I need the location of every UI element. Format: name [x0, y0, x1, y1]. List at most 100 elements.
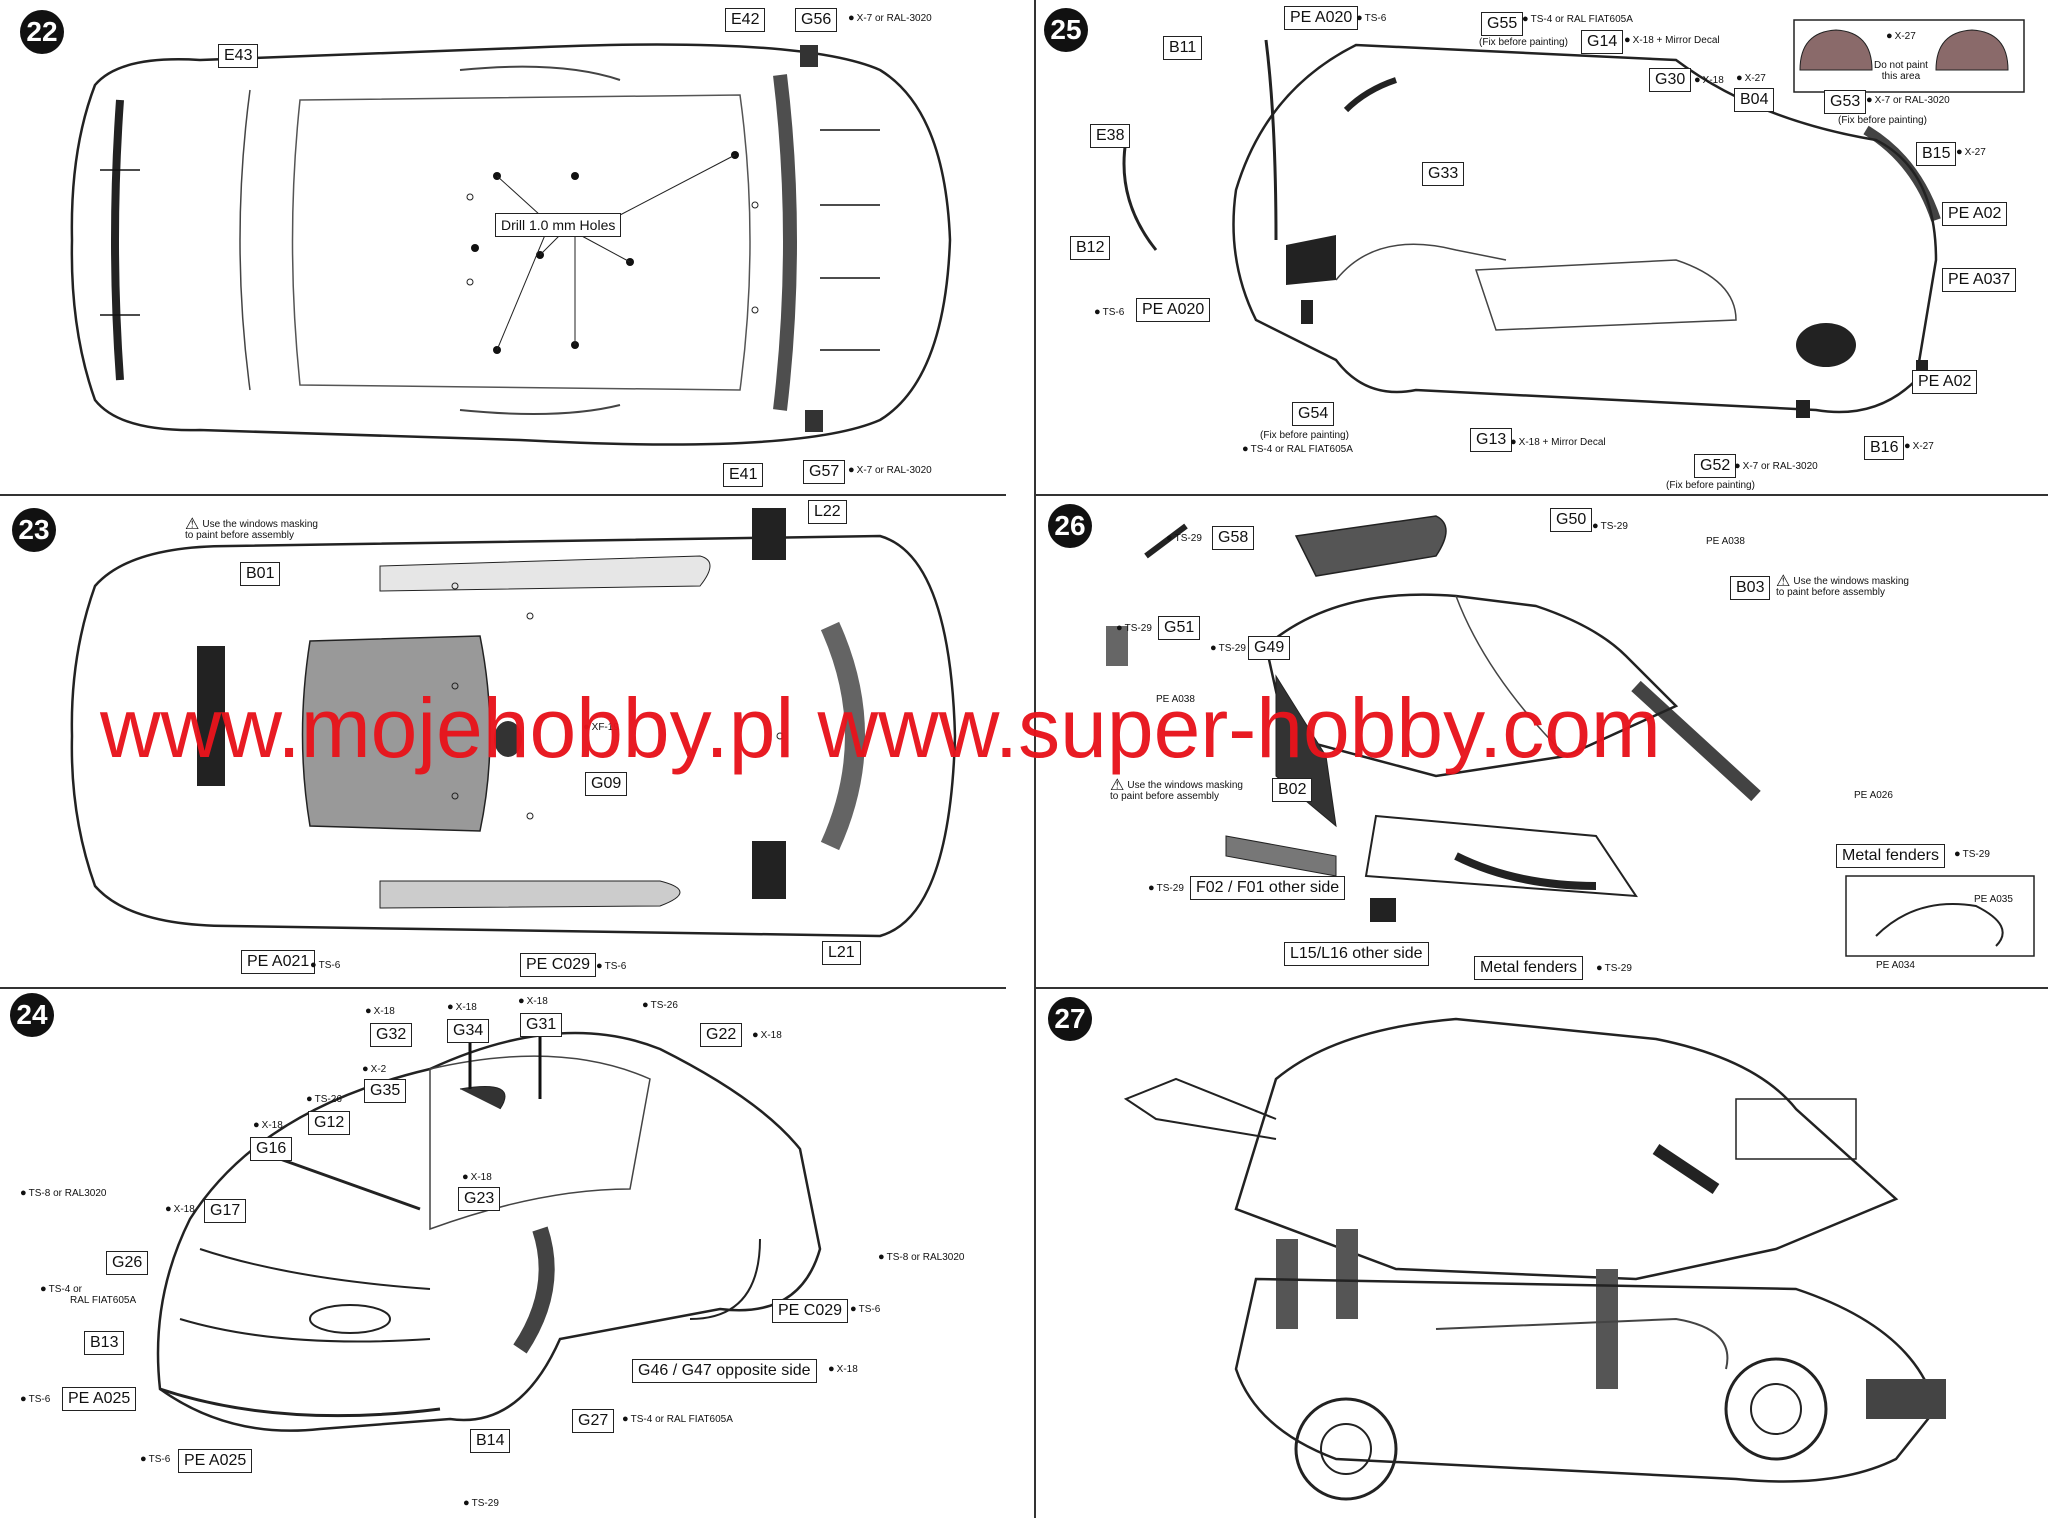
- masking-warning-b02: ⚠Use the windows masking to paint before…: [1110, 777, 1243, 803]
- part-label-g50: G50: [1550, 508, 1593, 532]
- ink-drop-icon: ●: [306, 1093, 313, 1105]
- step-24-panel: 24 ●X-18 G32 ●X-18 G34 ●X-18 G31 ●TS-26 …: [0, 989, 1034, 1518]
- step-number-badge: 25: [1044, 8, 1088, 52]
- paint-callout-g16: ●X-18: [253, 1119, 283, 1131]
- paint-callout-g52: ●X-7 or RAL-3020: [1734, 460, 1818, 472]
- car-underside-diagram-22: [70, 43, 952, 446]
- ink-drop-icon: ●: [40, 1283, 47, 1295]
- paint-callout-pe-a020-top: ●TS-6: [1356, 12, 1387, 24]
- step-22-panel: 22 E43 E42 G56 ●X-7 or RAL-3020 Drill 1.…: [0, 0, 1034, 494]
- part-label-pe-a025-upper: PE A025: [62, 1387, 137, 1411]
- ink-drop-icon: ●: [1510, 436, 1517, 448]
- ink-drop-icon: ●: [310, 959, 317, 971]
- part-label-pe-a02-upper: PE A02: [1942, 202, 2008, 226]
- ink-drop-icon: ●: [1624, 34, 1631, 46]
- paint-callout-g23: ●X-18: [462, 1171, 492, 1183]
- part-label-b01: B01: [240, 562, 281, 586]
- paint-callout-g32: ●X-18: [365, 1005, 395, 1017]
- part-label-e41: E41: [723, 463, 764, 487]
- paint-callout-g13: ●X-18 + Mirror Decal: [1510, 436, 1606, 448]
- part-label-pe-c029-side: PE C029: [772, 1299, 849, 1323]
- part-label-b14: B14: [470, 1429, 511, 1453]
- part-label-b12: B12: [1070, 236, 1111, 260]
- paint-callout-pe-a025-lower: ●TS-6: [140, 1453, 171, 1465]
- divider-22-23: [0, 494, 1006, 496]
- paint-callout-g34: ●X-18: [447, 1001, 477, 1013]
- step-23-panel: 23 ⚠Use the windows masking to paint bef…: [0, 496, 1034, 987]
- paint-callout-g57: ●X-7 or RAL-3020: [848, 464, 932, 476]
- ink-drop-icon: ●: [878, 1251, 885, 1263]
- paint-callout-g09: ●XF-19: [583, 721, 619, 733]
- ink-drop-icon: ●: [447, 1001, 454, 1013]
- paint-callout-metal-fenders-right: ●TS-29: [1954, 848, 1990, 860]
- part-label-l21: L21: [822, 941, 861, 965]
- part-label-l22: L22: [808, 500, 847, 524]
- ink-drop-icon: ●: [596, 960, 603, 972]
- part-label-pe-a037: PE A037: [1942, 268, 2017, 292]
- ink-drop-icon: ●: [1148, 882, 1155, 894]
- ink-drop-icon: ●: [1954, 848, 1961, 860]
- part-label-g23: G23: [458, 1187, 501, 1211]
- paint-callout-g17: ●X-18: [165, 1203, 195, 1215]
- part-label-g16: G16: [250, 1137, 293, 1161]
- ink-drop-icon: ●: [1886, 30, 1893, 42]
- part-label-g35: G35: [364, 1079, 407, 1103]
- ink-drop-icon: ●: [1592, 520, 1599, 532]
- paint-callout-pe-a021: ●TS-6: [310, 959, 341, 971]
- fix-note-g52: (Fix before painting): [1666, 480, 1755, 491]
- ink-drop-icon: ●: [752, 1029, 759, 1041]
- ink-drop-icon: ●: [463, 1497, 470, 1509]
- ink-drop-icon: ●: [1522, 13, 1529, 25]
- ink-drop-icon: ●: [253, 1119, 260, 1131]
- part-label-g31: G31: [520, 1013, 563, 1037]
- part-label-g58: G58: [1212, 526, 1255, 550]
- part-label-pe-a02-lower: PE A02: [1912, 370, 1978, 394]
- paint-callout-g46-g47: ●X-18: [828, 1363, 858, 1375]
- ink-drop-icon: ●: [1094, 306, 1101, 318]
- ink-drop-icon: ●: [20, 1393, 27, 1405]
- paint-callout-g53: ●X-7 or RAL-3020: [1866, 94, 1950, 106]
- paint-callout-pe-a020-left: ●TS-6: [1094, 306, 1125, 318]
- ink-drop-icon: ●: [622, 1413, 629, 1425]
- part-label-g30: G30: [1649, 68, 1692, 92]
- paint-callout-g30: ●X-18: [1694, 74, 1724, 86]
- part-label-g33: G33: [1422, 162, 1465, 186]
- car-assembly-diagram-26: [1106, 515, 2035, 957]
- car-body-diagram-24: [156, 1029, 822, 1432]
- paint-callout-g50: ●TS-29: [1592, 520, 1628, 532]
- ink-drop-icon: ●: [1596, 962, 1603, 974]
- paint-callout-g35: ●X-2: [362, 1063, 387, 1075]
- warning-triangle-icon: ⚠: [1776, 573, 1791, 590]
- fix-note-g55: (Fix before painting): [1479, 37, 1568, 48]
- part-label-f02-f01: F02 / F01 other side: [1190, 876, 1346, 900]
- part-label-g54: G54: [1292, 402, 1335, 426]
- paint-callout-g49: ●TS-29: [1210, 642, 1246, 654]
- pe-a026-note: PE A026: [1854, 790, 1893, 801]
- part-label-g46-g47: G46 / G47 opposite side: [632, 1359, 817, 1383]
- shop-watermark: www.mojehobby.pl www.super-hobby.com: [100, 681, 1661, 775]
- part-label-g17: G17: [204, 1199, 247, 1223]
- ink-drop-icon: ●: [1116, 622, 1123, 634]
- ink-drop-icon: ●: [1694, 74, 1701, 86]
- page-gutter: [1034, 0, 1036, 1518]
- paint-callout-ts29: ●TS-29: [463, 1497, 499, 1509]
- paint-callout-pe-c029-side: ●TS-6: [850, 1303, 881, 1315]
- part-label-e43: E43: [218, 44, 259, 68]
- part-label-pe-a020-left: PE A020: [1136, 298, 1211, 322]
- ink-drop-icon: ●: [848, 12, 855, 24]
- ink-drop-icon: ●: [1734, 460, 1741, 472]
- part-label-g22: G22: [700, 1023, 743, 1047]
- ink-drop-icon: ●: [828, 1363, 835, 1375]
- step-26-panel: 26 ●TS-29 G58 G50 ●TS-29 PE A038 B03 ⚠Us…: [1036, 496, 2048, 987]
- part-label-g56: G56: [795, 8, 838, 32]
- ink-drop-icon: ●: [1356, 12, 1363, 24]
- ink-drop-icon: ●: [850, 1303, 857, 1315]
- paint-callout-g14: ●X-18 + Mirror Decal: [1624, 34, 1720, 46]
- paint-callout-ts26-roof: ●TS-26: [642, 999, 678, 1011]
- ink-drop-icon: ●: [1956, 146, 1963, 158]
- ink-drop-icon: ●: [140, 1453, 147, 1465]
- car-interior-diagram-23: [70, 508, 957, 938]
- ink-drop-icon: ●: [365, 1005, 372, 1017]
- step-number-badge: 26: [1048, 504, 1092, 548]
- paint-callout-g12: ●TS-26: [306, 1093, 342, 1105]
